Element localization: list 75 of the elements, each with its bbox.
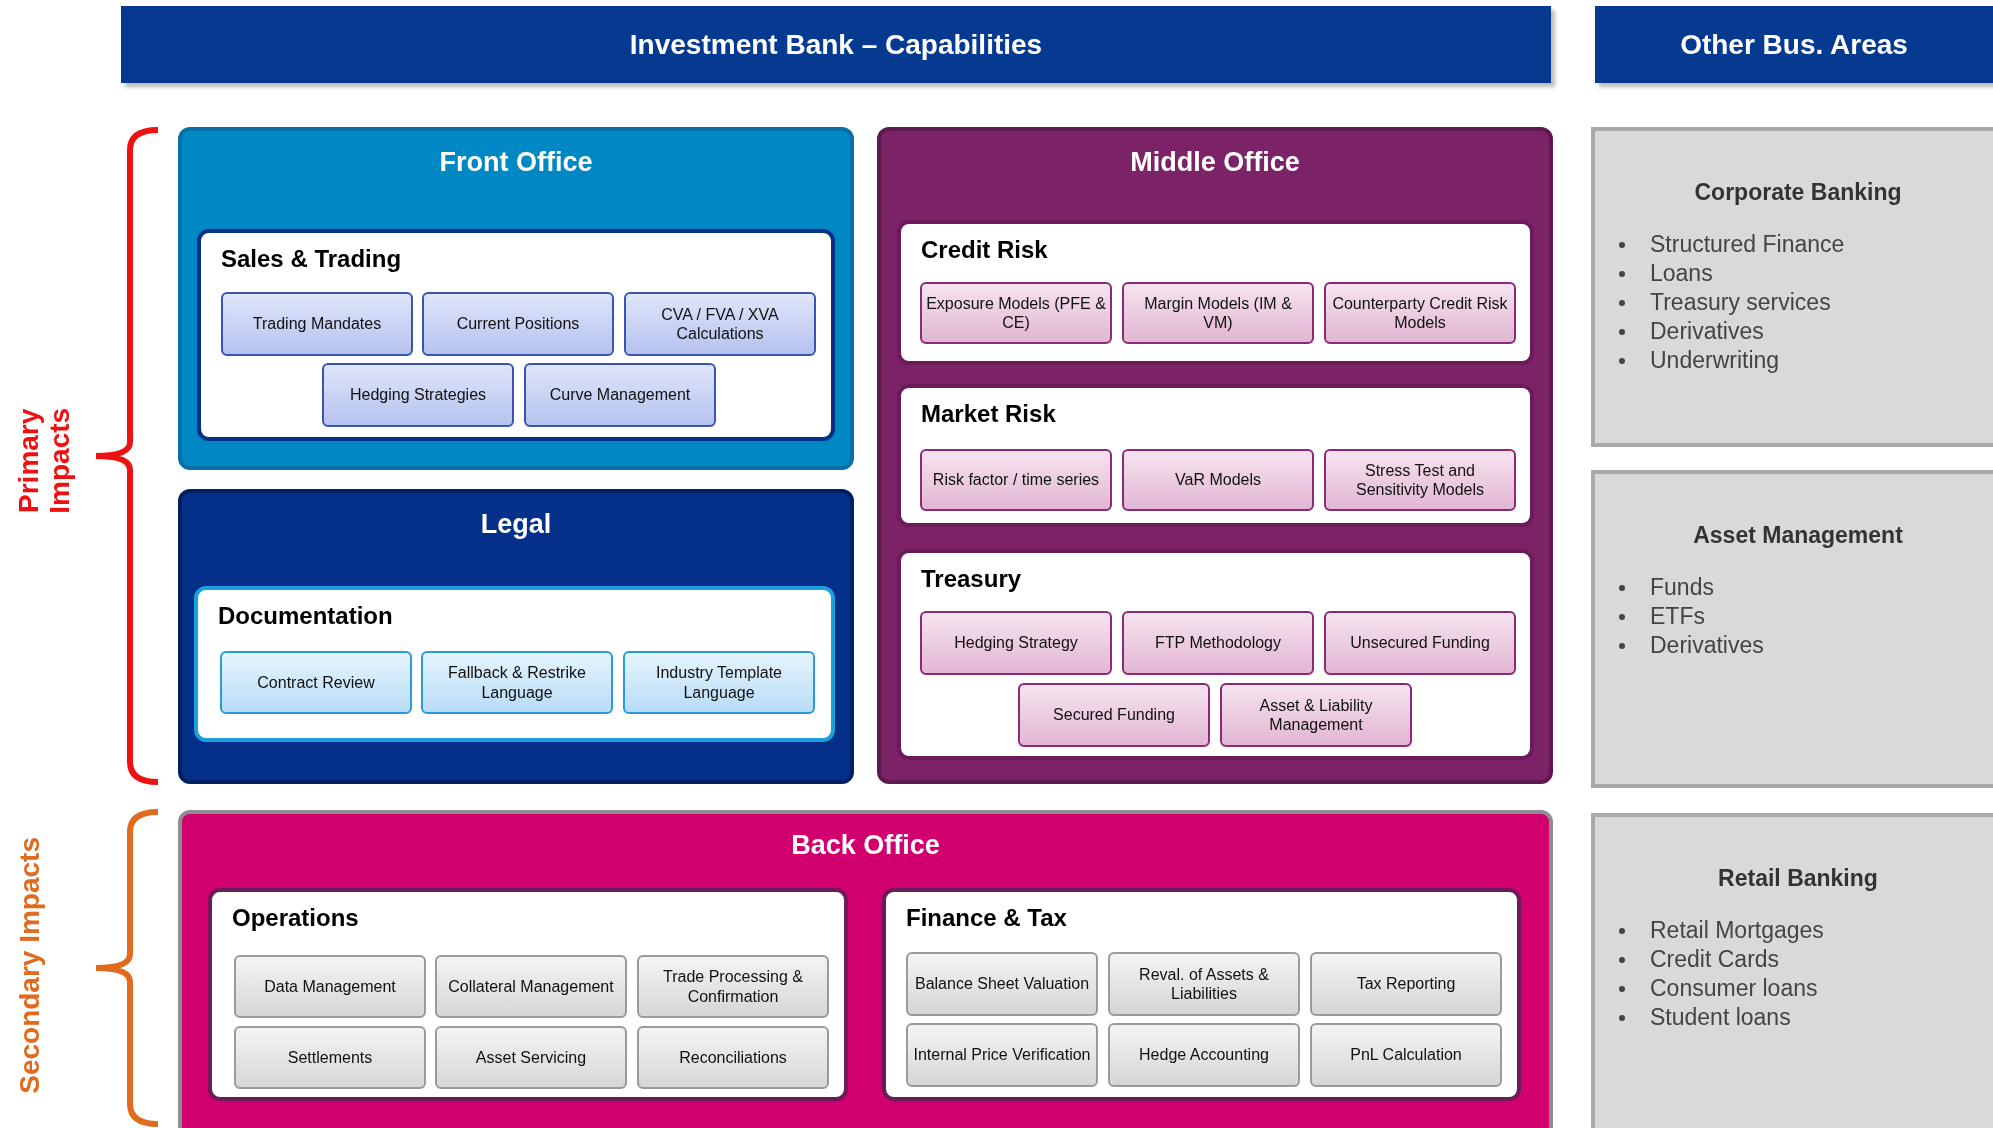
panel-heading: Retail Banking <box>1717 865 1879 892</box>
capability-box: Current Positions <box>422 292 614 356</box>
capability-box: Asset & Liability Management <box>1220 683 1412 747</box>
capability-box: Margin Models (IM & VM) <box>1122 282 1314 344</box>
section-panel <box>194 586 835 742</box>
capability-box: Settlements <box>234 1026 426 1089</box>
capability-box: Hedging Strategy <box>920 611 1112 675</box>
section-title: Credit Risk <box>921 236 1048 264</box>
bullet-text: Student loans <box>1650 1004 1791 1031</box>
capability-box: Balance Sheet Valuation <box>906 952 1098 1016</box>
header-band: Other Bus. Areas <box>1595 6 1993 83</box>
panel-heading: Corporate Banking <box>1693 179 1903 206</box>
department-panel <box>178 127 854 470</box>
department-panel <box>178 489 854 784</box>
bullet-text: Underwriting <box>1650 347 1780 374</box>
capability-box: Trading Mandates <box>221 292 413 356</box>
section-title: Documentation <box>218 602 393 630</box>
bullet-text: Structured Finance <box>1650 231 1845 258</box>
bullet-text: Loans <box>1650 260 1713 287</box>
capability-box: Hedge Accounting <box>1108 1023 1300 1087</box>
impact-label: Secondary Impacts <box>14 836 46 1096</box>
capability-box: Stress Test and Sensitivity Models <box>1324 449 1516 511</box>
capability-box: Tax Reporting <box>1310 952 1502 1016</box>
header-band: Investment Bank – Capabilities <box>121 6 1551 83</box>
section-title: Operations <box>232 904 359 932</box>
section-panel <box>897 549 1534 760</box>
capability-box: Contract Review <box>220 651 412 714</box>
section-panel <box>897 220 1534 365</box>
bullet-text: Derivatives <box>1650 632 1764 659</box>
bullet-text: Consumer loans <box>1650 975 1818 1002</box>
department-panel <box>178 810 1553 1128</box>
capability-box: Curve Management <box>524 363 716 427</box>
capability-box: FTP Methodology <box>1122 611 1314 675</box>
bullet-text: Treasury services <box>1650 289 1831 316</box>
capability-box: Fallback & Restrike Language <box>421 651 613 714</box>
capability-box: Hedging Strategies <box>322 363 514 427</box>
section-title: Sales & Trading <box>221 245 402 273</box>
capability-box: Counterparty Credit Risk Models <box>1324 282 1516 344</box>
bullet-text: Retail Mortgages <box>1650 917 1824 944</box>
capability-box: Asset Servicing <box>435 1026 627 1089</box>
panel-title: Middle Office <box>1129 147 1301 178</box>
bullet-text: Funds <box>1650 574 1714 601</box>
section-panel <box>208 888 848 1101</box>
business-area-panel <box>1591 127 1993 447</box>
capability-box: Reconciliations <box>637 1026 829 1089</box>
impact-label: Primary Impacts <box>14 406 76 516</box>
section-panel <box>197 229 835 441</box>
panel-title: Legal <box>479 509 553 540</box>
capability-box: Risk factor / time series <box>920 449 1112 511</box>
capability-box: Data Management <box>234 955 426 1018</box>
section-title: Market Risk <box>921 400 1056 428</box>
section-panel <box>882 888 1521 1101</box>
capability-box: PnL Calculation <box>1310 1023 1502 1087</box>
panel-title: Front Office <box>438 147 594 178</box>
capability-box: Unsecured Funding <box>1324 611 1516 675</box>
capability-box: Industry Template Language <box>623 651 815 714</box>
department-panel <box>877 127 1553 784</box>
capability-box: Secured Funding <box>1018 683 1210 747</box>
capability-box: VaR Models <box>1122 449 1314 511</box>
capability-box: Trade Processing & Confirmation <box>637 955 829 1018</box>
business-area-panel <box>1591 813 1993 1128</box>
capability-box: Internal Price Verification <box>906 1023 1098 1087</box>
panel-title: Back Office <box>790 830 941 861</box>
section-panel <box>897 384 1534 527</box>
section-title: Finance & Tax <box>906 904 1067 932</box>
section-title: Treasury <box>921 565 1022 593</box>
capability-box: Exposure Models (PFE & CE) <box>920 282 1112 344</box>
business-area-panel <box>1591 470 1993 788</box>
bullet-text: ETFs <box>1650 603 1705 630</box>
capability-box: Collateral Management <box>435 955 627 1018</box>
capability-box: CVA / FVA / XVA Calculations <box>624 292 816 356</box>
bullet-text: Derivatives <box>1650 318 1764 345</box>
panel-heading: Asset Management <box>1692 522 1904 549</box>
capability-box: Reval. of Assets & Liabilities <box>1108 952 1300 1016</box>
bullet-text: Credit Cards <box>1650 946 1780 973</box>
